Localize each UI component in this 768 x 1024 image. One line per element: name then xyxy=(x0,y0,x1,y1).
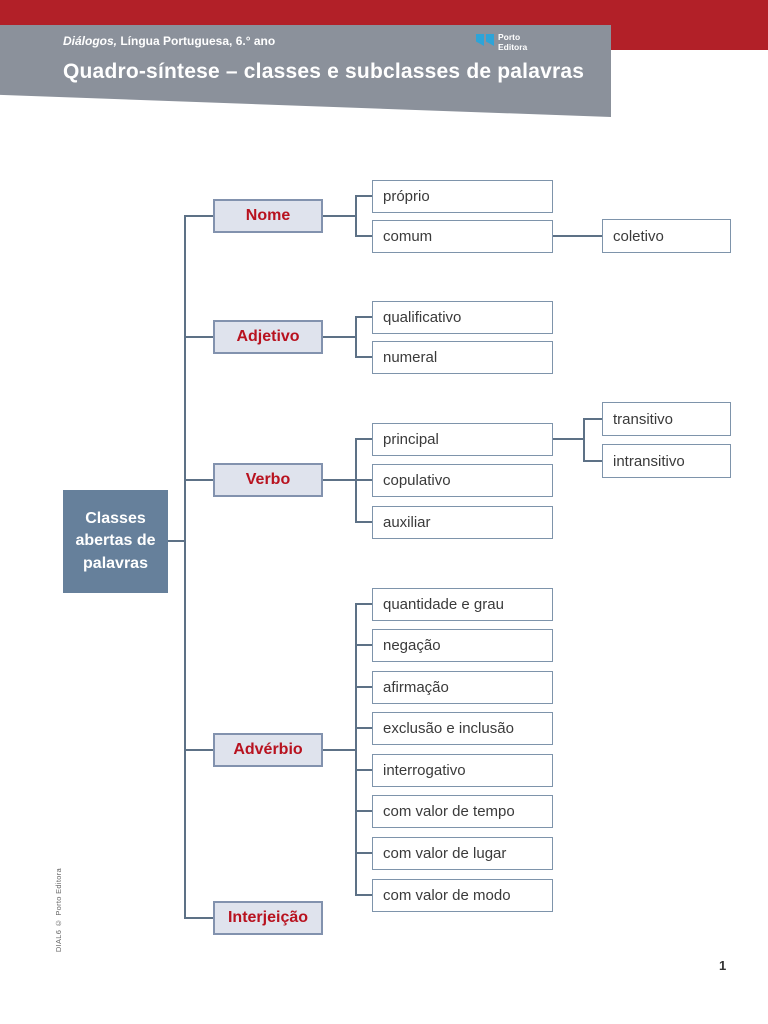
connector-bracket xyxy=(583,418,585,462)
subclass-node-com-valor-de-modo: com valor de modo xyxy=(372,879,553,912)
connector-line xyxy=(168,540,184,542)
connector-line xyxy=(184,917,213,919)
page-number: 1 xyxy=(719,958,727,973)
connector-line xyxy=(553,235,602,237)
publisher-name: Porto Editora xyxy=(498,32,528,53)
subclass-node-auxiliar: auxiliar xyxy=(372,506,553,539)
connector-line xyxy=(184,336,213,338)
connector-bracket xyxy=(355,603,357,896)
book-title: Diálogos, xyxy=(63,34,118,48)
porto-editora-logo: Porto Editora xyxy=(476,32,527,52)
connector-line xyxy=(355,686,372,688)
subclass-node-coletivo: coletivo xyxy=(602,219,731,253)
connector-line xyxy=(355,769,372,771)
publisher-mark-icon xyxy=(476,34,494,46)
class-node-adverbio: Advérbio xyxy=(213,733,323,767)
root-node-classes-abertas: Classes abertas de palavras xyxy=(63,490,168,593)
connector-line xyxy=(323,336,357,338)
connector-line xyxy=(323,749,357,751)
connector-line xyxy=(355,316,372,318)
page-title: Quadro-síntese – classes e subclasses de… xyxy=(63,60,585,83)
connector-line xyxy=(583,460,602,462)
subclass-node-intransitivo: intransitivo xyxy=(602,444,731,478)
class-node-nome: Nome xyxy=(213,199,323,233)
connector-bracket xyxy=(355,195,357,237)
connector-line xyxy=(355,810,372,812)
connector-line xyxy=(184,479,213,481)
book-subtitle: Língua Portuguesa, 6.° ano xyxy=(117,34,276,48)
subclass-node-principal: principal xyxy=(372,423,553,456)
connector-line xyxy=(355,603,372,605)
connector-line xyxy=(355,438,372,440)
connector-line xyxy=(355,894,372,896)
connector-line xyxy=(355,235,372,237)
subclass-node-proprio: próprio xyxy=(372,180,553,213)
class-node-adjetivo: Adjetivo xyxy=(213,320,323,354)
subclass-node-transitivo: transitivo xyxy=(602,402,731,436)
connector-line xyxy=(355,479,372,481)
connector-line xyxy=(323,479,357,481)
connector-line xyxy=(323,215,357,217)
subclass-node-afirmacao: afirmação xyxy=(372,671,553,704)
connector-line xyxy=(184,215,213,217)
copyright-vertical-text: DIAL6 © Porto Editora xyxy=(54,867,63,952)
subclass-node-comum: comum xyxy=(372,220,553,253)
connector-line xyxy=(355,356,372,358)
subclass-node-com-valor-de-tempo: com valor de tempo xyxy=(372,795,553,828)
subclass-node-copulativo: copulativo xyxy=(372,464,553,497)
connector-line xyxy=(355,195,372,197)
connector-line xyxy=(355,644,372,646)
connector-line xyxy=(583,418,602,420)
subclass-node-qualificativo: qualificativo xyxy=(372,301,553,334)
header-banner: Diálogos, Língua Portuguesa, 6.° ano Por… xyxy=(0,25,611,117)
subclass-node-interrogativo: interrogativo xyxy=(372,754,553,787)
subclass-node-com-valor-de-lugar: com valor de lugar xyxy=(372,837,553,870)
connector-line xyxy=(355,852,372,854)
book-meta: Diálogos, Língua Portuguesa, 6.° ano xyxy=(63,34,275,48)
connector-line xyxy=(355,521,372,523)
connector-line xyxy=(553,438,585,440)
class-node-verbo: Verbo xyxy=(213,463,323,497)
subclass-node-quantidade-e-grau: quantidade e grau xyxy=(372,588,553,621)
connector-line xyxy=(355,727,372,729)
connector-bracket xyxy=(355,316,357,358)
connector-trunk xyxy=(184,215,186,919)
class-node-interjeicao: Interjeição xyxy=(213,901,323,935)
subclass-node-numeral: numeral xyxy=(372,341,553,374)
subclass-node-exclusao-e-inclusao: exclusão e inclusão xyxy=(372,712,553,745)
subclass-node-negacao: negação xyxy=(372,629,553,662)
connector-line xyxy=(184,749,213,751)
